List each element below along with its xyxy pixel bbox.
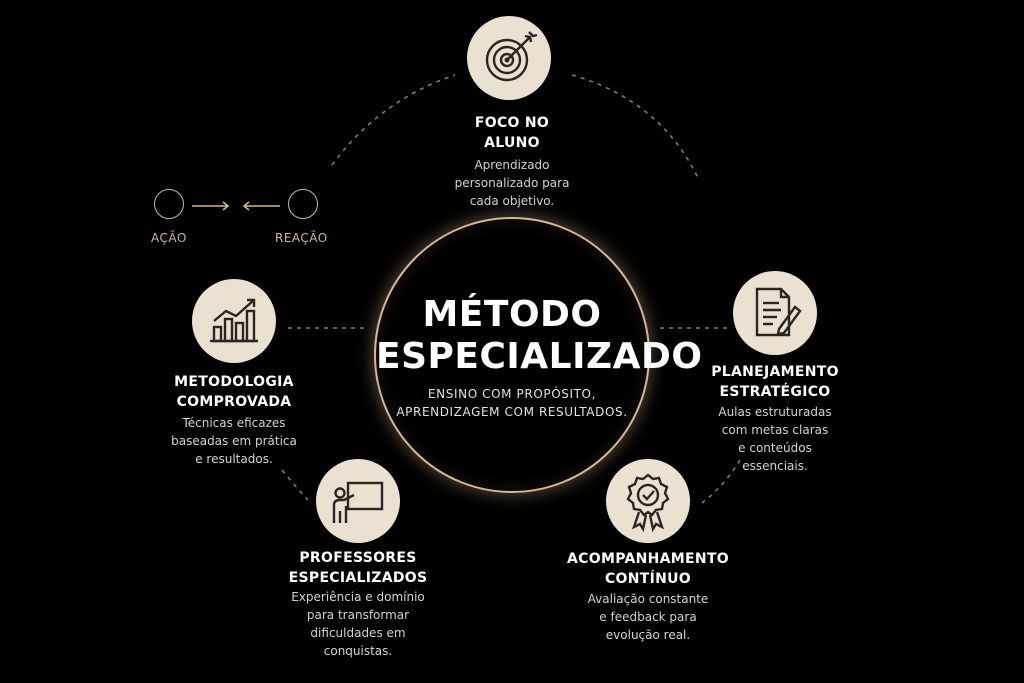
planejamento-title: PLANEJAMENTO ESTRATÉGICO <box>711 364 839 400</box>
action-label: AÇÃO <box>151 231 187 245</box>
foco-title: FOCO NO ALUNO <box>474 115 550 151</box>
center-title: MÉTODO ESPECIALIZADO <box>376 294 703 377</box>
arc-bottom-left <box>281 469 309 501</box>
professores-description: Experiência e domínio para transformar d… <box>291 590 425 658</box>
arc-top-right <box>571 74 699 179</box>
center-circle: MÉTODO ESPECIALIZADO ENSINO COM PROPÓSIT… <box>374 217 703 493</box>
acompanhamento-title: ACOMPANHAMENTO CONTÍNUO <box>567 551 729 587</box>
action-reaction-arrows <box>192 201 280 211</box>
metodologia-description: Técnicas eficazes baseadas em prática e … <box>171 416 297 466</box>
target-icon <box>467 16 551 100</box>
award-badge-icon <box>606 459 690 543</box>
document-pen-icon <box>733 271 817 355</box>
foco-description: Aprendizado personalizado para cada obje… <box>454 158 570 208</box>
professores-title: PROFESSORES ESPECIALIZADOS <box>288 550 428 586</box>
metodologia-title: METODOLOGIA COMPROVADA <box>174 374 294 410</box>
action-circle <box>154 189 184 219</box>
growth-chart-icon <box>192 279 276 363</box>
reaction-circle <box>288 189 318 219</box>
teacher-board-icon <box>316 459 400 543</box>
reaction-label: REAÇÃO <box>275 231 328 245</box>
center-subtitle: ENSINO COM PROPÓSITO, APRENDIZAGEM COM R… <box>396 387 628 419</box>
planejamento-description: Aulas estruturadas com metas claras e co… <box>718 405 832 473</box>
arc-top-left <box>331 74 456 166</box>
acompanhamento-description: Avaliação constante e feedback para evol… <box>587 592 709 642</box>
arc-bottom-right <box>701 459 741 504</box>
